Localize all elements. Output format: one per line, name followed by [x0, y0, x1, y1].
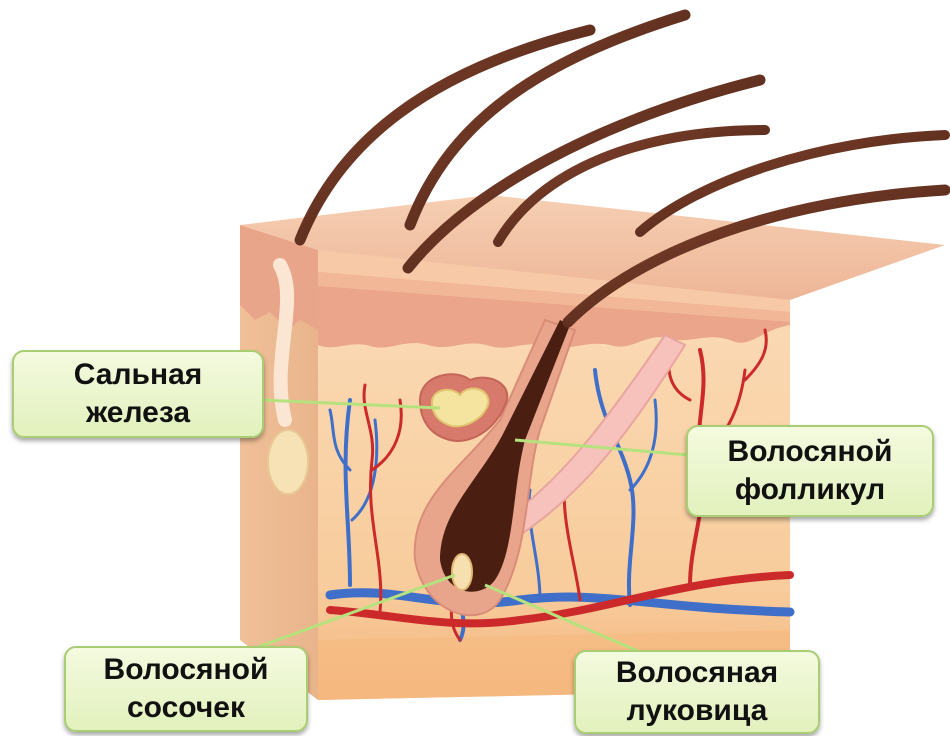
label-hair-papilla-line1: Волосяной — [104, 651, 269, 689]
label-hair-bulb-line1: Волосяная — [616, 654, 778, 692]
label-sebaceous-gland: Сальная железа — [12, 350, 264, 438]
label-sebaceous-gland-line1: Сальная — [74, 356, 203, 394]
label-hair-bulb-line2: луковица — [627, 692, 768, 730]
label-hair-follicle: Волосяной фолликул — [686, 425, 934, 517]
label-hair-papilla-line2: сосочек — [127, 689, 245, 727]
label-hair-follicle-line1: Волосяной — [728, 433, 893, 471]
label-hair-papilla: Волосяной сосочек — [64, 646, 308, 732]
label-hair-bulb: Волосяная луковица — [574, 650, 820, 734]
label-sebaceous-gland-line2: железа — [86, 394, 190, 432]
label-hair-follicle-line2: фолликул — [735, 471, 885, 509]
